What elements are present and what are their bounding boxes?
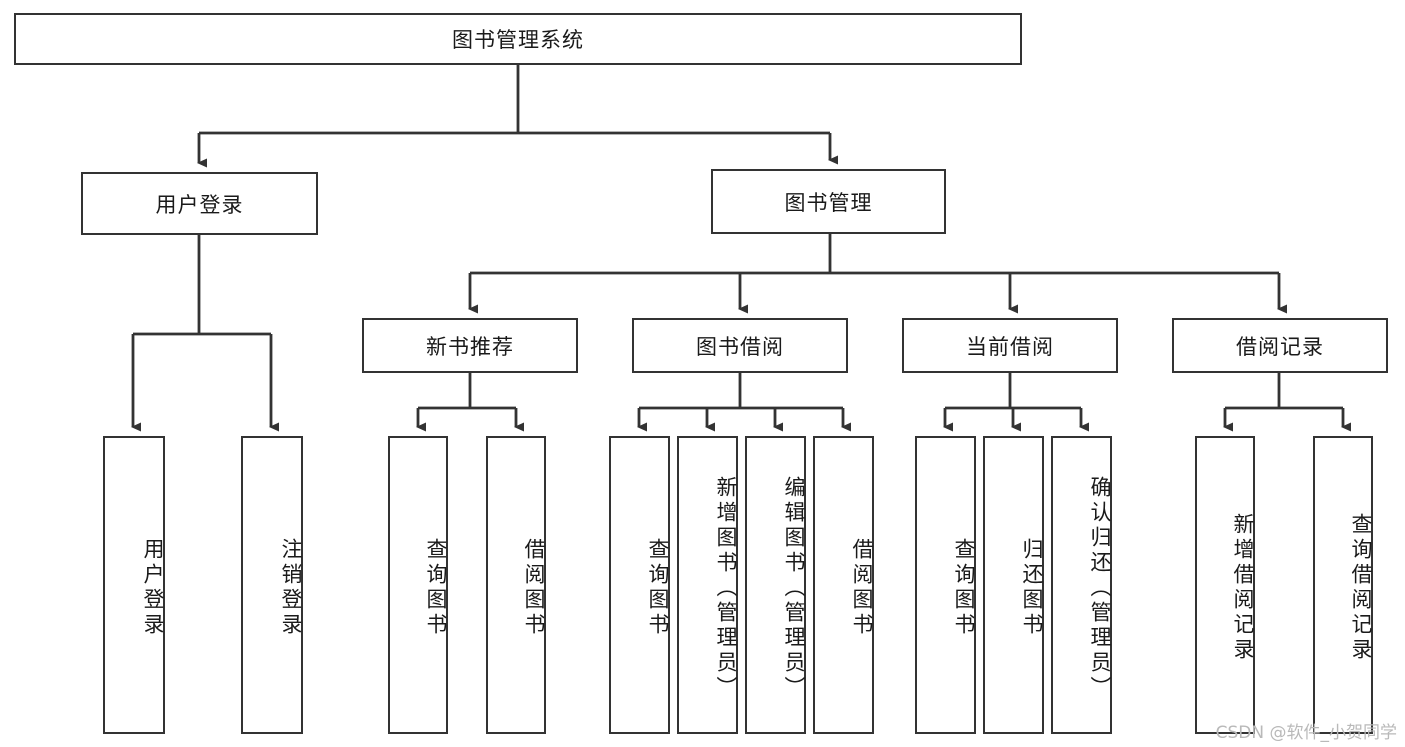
leaf-book-borrow-add[interactable]: 新增图书（管理员） (677, 436, 738, 734)
leaf-borrow-record-query[interactable]: 查询借阅记录 (1313, 436, 1373, 734)
node-book-management[interactable]: 图书管理 (711, 169, 946, 234)
node-borrow-record[interactable]: 借阅记录 (1172, 318, 1388, 373)
node-root-system[interactable]: 图书管理系统 (14, 13, 1022, 65)
leaf-book-borrow-lend[interactable]: 借阅图书 (813, 436, 874, 734)
leaf-book-borrow-edit[interactable]: 编辑图书（管理员） (745, 436, 806, 734)
node-book-borrow[interactable]: 图书借阅 (632, 318, 848, 373)
leaf-current-borrow-return[interactable]: 归还图书 (983, 436, 1044, 734)
node-new-book-recommend[interactable]: 新书推荐 (362, 318, 578, 373)
leaf-current-borrow-confirm[interactable]: 确认归还（管理员） (1051, 436, 1112, 734)
leaf-new-book-borrow[interactable]: 借阅图书 (486, 436, 546, 734)
leaf-current-borrow-query[interactable]: 查询图书 (915, 436, 976, 734)
leaf-new-book-query[interactable]: 查询图书 (388, 436, 448, 734)
leaf-user-login-signout[interactable]: 注销登录 (241, 436, 303, 734)
node-current-borrow[interactable]: 当前借阅 (902, 318, 1118, 373)
leaf-user-login-signin[interactable]: 用户登录 (103, 436, 165, 734)
leaf-borrow-record-add[interactable]: 新增借阅记录 (1195, 436, 1255, 734)
node-user-login[interactable]: 用户登录 (81, 172, 318, 235)
csdn-watermark: CSDN @软件_小贺同学 (1215, 723, 1397, 743)
leaf-book-borrow-query[interactable]: 查询图书 (609, 436, 670, 734)
